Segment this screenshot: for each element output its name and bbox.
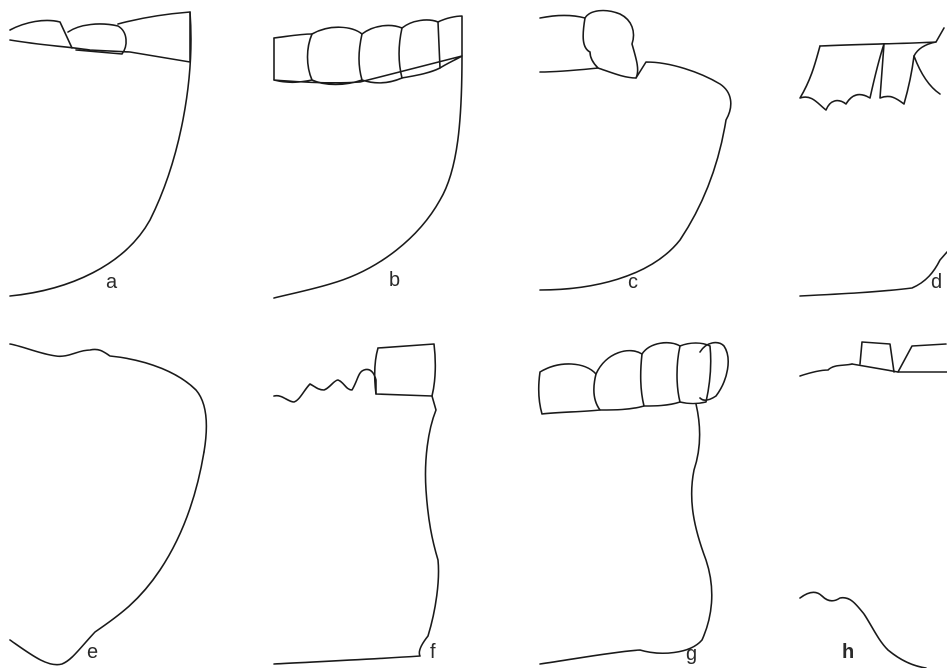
panel-d-top-line <box>820 42 936 46</box>
panel-d-tooth-root-4 <box>914 56 940 94</box>
panel-a-tooth-middle <box>68 24 126 54</box>
panel-b-mandible-border <box>274 56 462 298</box>
panel-c-ridge <box>540 68 598 72</box>
panel-g-mandible-border <box>540 404 712 664</box>
panel-a-label: a <box>106 272 117 292</box>
panel-d-drawing <box>800 28 947 296</box>
panel-a-alveolar-ridge <box>10 40 190 62</box>
panel-d-tooth-root-1 <box>800 44 884 110</box>
panel-f-drawing <box>274 344 439 664</box>
panel-f-tooth <box>375 344 436 396</box>
panel-h-drawing <box>800 342 947 668</box>
panel-c-ridge-left <box>540 15 585 18</box>
panel-d-mandible-border <box>800 252 947 296</box>
panel-e-drawing <box>10 344 206 665</box>
panel-e-top-border <box>10 344 206 452</box>
panel-g-tooth-4 <box>680 343 711 404</box>
panel-g-drawing <box>539 343 728 664</box>
panel-b-molar-3 <box>362 26 402 83</box>
panel-h-tooth-1 <box>860 342 894 372</box>
panel-g-tooth-2 <box>596 351 644 410</box>
panel-g-tooth-3 <box>642 343 680 406</box>
panel-b-molar-2 <box>312 27 362 84</box>
panel-b-molar-1 <box>274 34 312 82</box>
panel-a-mandible-border <box>10 12 191 296</box>
panel-e-label: e <box>87 642 98 662</box>
panel-g-tooth-5 <box>700 343 728 401</box>
panel-b-premolar-2 <box>438 16 462 68</box>
panel-d-label: d <box>931 272 942 292</box>
panel-c-drawing <box>540 11 731 290</box>
panel-h-label: h <box>842 642 854 662</box>
panel-a-tooth-right <box>118 12 190 62</box>
panel-g-label: g <box>686 644 697 664</box>
panel-g-tooth-1 <box>539 364 600 414</box>
panel-c-label: c <box>628 272 638 292</box>
panel-b-drawing <box>274 16 462 298</box>
panel-d-tooth-root-2 <box>880 44 914 104</box>
panel-f-ridge <box>274 369 376 402</box>
panel-h-ridge-left <box>800 364 852 376</box>
panel-b-occlusal-line <box>274 34 312 38</box>
panel-h-tooth-2 <box>898 344 946 372</box>
panel-f-label: f <box>430 642 436 662</box>
panel-f-mandible-border <box>274 396 439 664</box>
panel-b-label: b <box>389 270 400 290</box>
panel-e-mandible-border <box>10 452 204 665</box>
panel-c-mandible-border <box>540 62 731 290</box>
panel-a-drawing <box>10 12 191 296</box>
panel-h-mandible-border <box>800 592 926 668</box>
